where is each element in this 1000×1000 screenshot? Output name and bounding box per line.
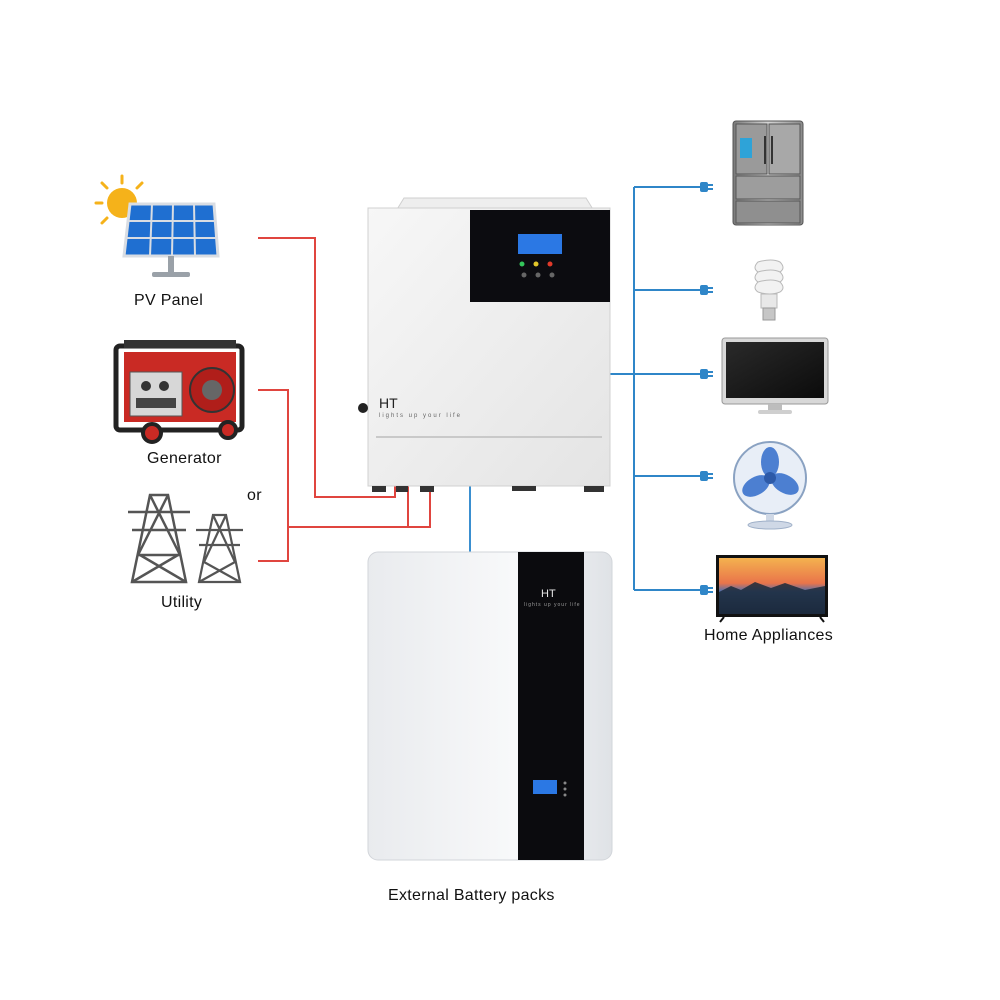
inverter-brand-logo: HT (379, 395, 398, 411)
utility-wire (258, 527, 289, 562)
battery-pack-icon (367, 551, 613, 861)
generator-icon (113, 340, 245, 444)
ac-input-wire (408, 486, 431, 528)
refrigerator-icon (732, 120, 804, 226)
input-wiring (258, 237, 431, 562)
plug-icon (700, 369, 713, 379)
pv-panel-label: PV Panel (134, 292, 204, 309)
inverter-icon (358, 197, 611, 492)
or-label: or (247, 487, 262, 504)
power-tower-icon (128, 493, 190, 584)
power-tower-icon (196, 513, 243, 584)
pv-wire (258, 237, 396, 498)
plug-icons (700, 182, 713, 595)
plug-icon (700, 471, 713, 481)
plug-icon (700, 285, 713, 295)
utility-label: Utility (161, 594, 203, 611)
generator-label: Generator (147, 450, 222, 467)
battery-brand-slogan: lights up your life (524, 602, 581, 608)
external-battery-label: External Battery packs (388, 887, 555, 904)
battery-lcd (533, 780, 557, 794)
tv-icon (716, 555, 828, 623)
monitor-icon (721, 337, 829, 414)
battery-brand-logo: HT (541, 588, 556, 600)
plug-icon (700, 182, 713, 192)
home-appliances-label: Home Appliances (704, 627, 834, 644)
solar-panel-icon (94, 174, 220, 277)
light-bulb-icon (754, 259, 784, 321)
inverter-lcd (518, 234, 562, 254)
inverter-brand-slogan: lights up your life (379, 413, 463, 419)
fan-icon (733, 441, 807, 530)
output-wiring (469, 186, 700, 591)
plug-icon (700, 585, 713, 595)
